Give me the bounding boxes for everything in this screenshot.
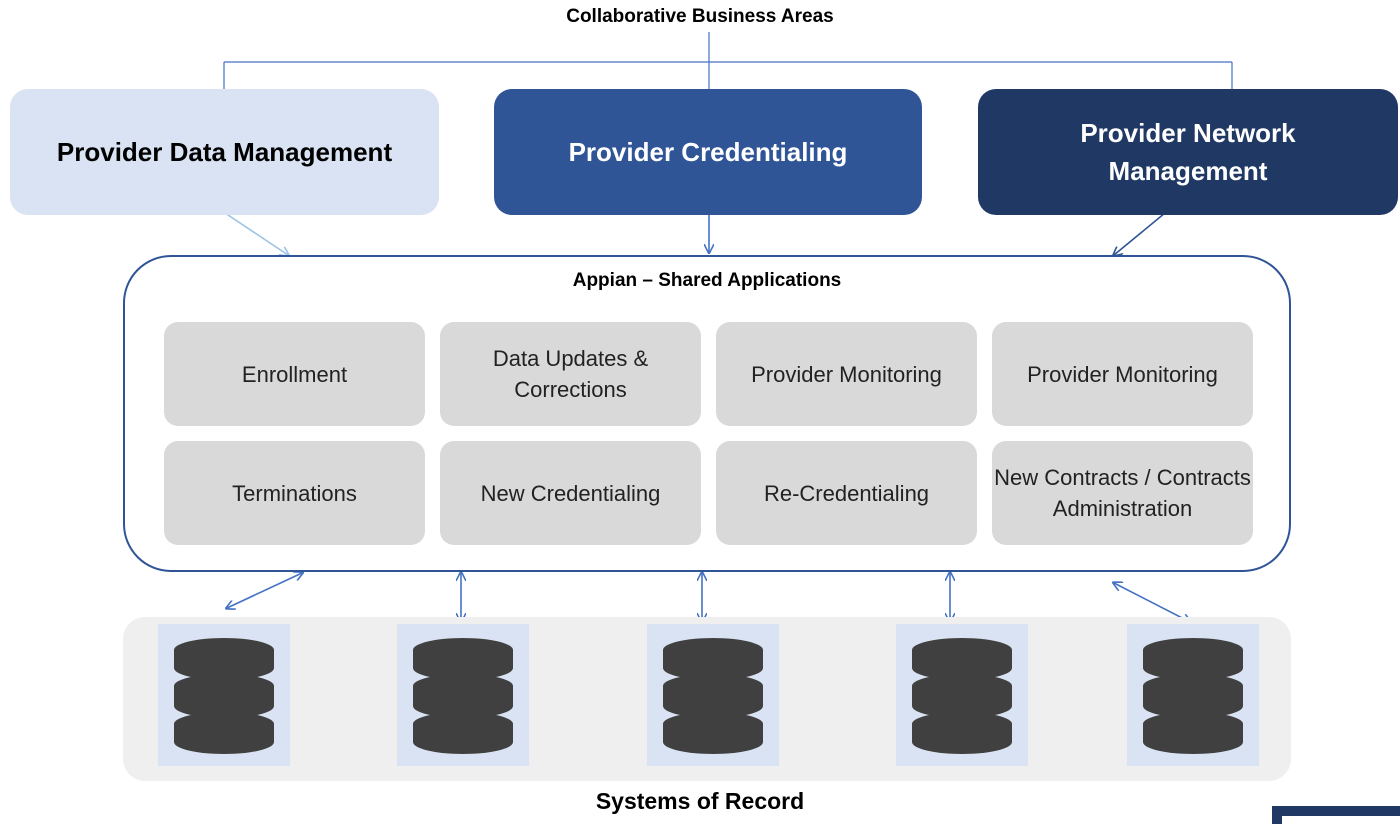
- arrow-pdm-to-shared: [224, 212, 288, 255]
- database-icon: [1127, 624, 1259, 766]
- arrow-pnm-to-shared: [1114, 212, 1166, 255]
- business-area-provider-data-management: Provider Data Management: [10, 89, 439, 215]
- app-tile-provider-monitoring-2: Provider Monitoring: [992, 322, 1253, 426]
- business-area-provider-credentialing: Provider Credentialing: [494, 89, 922, 215]
- app-tile-re-credentialing: Re-Credentialing: [716, 441, 977, 545]
- database-icon: [397, 624, 529, 766]
- arrow-db5: [1114, 583, 1190, 622]
- corner-decoration-inner: [1282, 816, 1400, 824]
- diagram-title: Collaborative Business Areas: [566, 6, 834, 27]
- database-icon: [158, 624, 290, 766]
- arrow-db1: [227, 573, 302, 608]
- app-tile-new-credentialing: New Credentialing: [440, 441, 701, 545]
- business-area-provider-network-management: Provider Network Management: [978, 89, 1398, 215]
- app-tile-new-contracts: New Contracts / Contracts Administration: [992, 441, 1253, 545]
- app-tile-provider-monitoring-1: Provider Monitoring: [716, 322, 977, 426]
- shared-applications-title: Appian – Shared Applications: [572, 270, 842, 291]
- app-tile-data-updates: Data Updates & Corrections: [440, 322, 701, 426]
- app-tile-terminations: Terminations: [164, 441, 425, 545]
- app-tile-enrollment: Enrollment: [164, 322, 425, 426]
- database-icon: [647, 624, 779, 766]
- business-area-bracket: [223, 32, 1233, 94]
- database-icon: [896, 624, 1028, 766]
- systems-of-record-title: Systems of Record: [595, 788, 805, 814]
